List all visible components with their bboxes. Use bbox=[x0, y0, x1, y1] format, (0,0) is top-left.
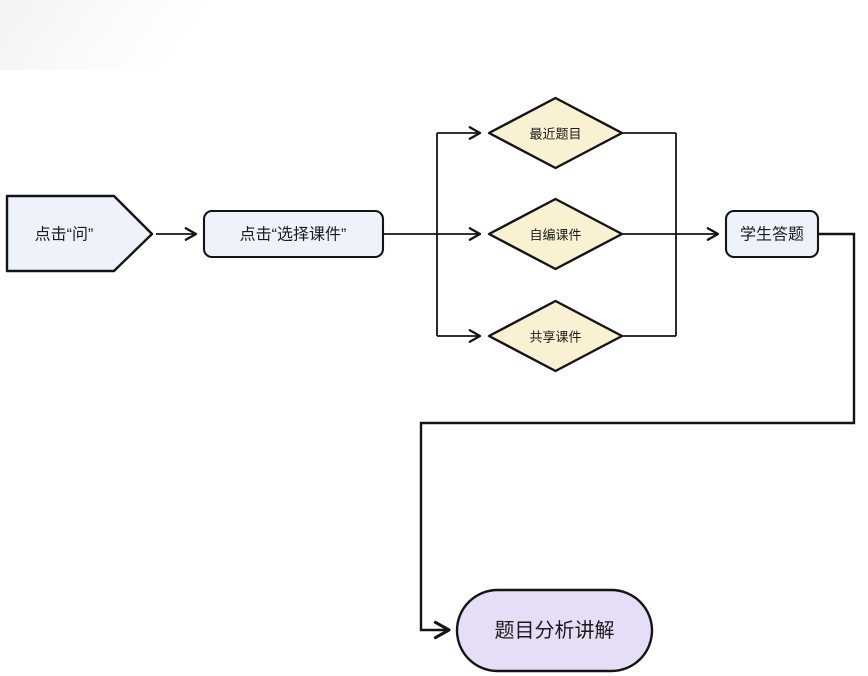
shared-courseware-label: 共享课件 bbox=[529, 330, 581, 345]
question-analysis-node bbox=[455, 588, 654, 673]
self-made-courseware-diamond bbox=[487, 197, 624, 271]
edge-answer-to-analysis bbox=[419, 232, 856, 640]
student-answer-label: 学生答题 bbox=[740, 226, 804, 244]
question-analysis-label: 题目分析讲解 bbox=[495, 619, 615, 642]
student-answer-node bbox=[724, 209, 820, 259]
shared-courseware-diamond bbox=[487, 299, 624, 373]
start-node bbox=[5, 194, 154, 273]
start-node-label: 点击“问” bbox=[35, 226, 94, 244]
select-courseware-label: 点击“选择课件” bbox=[240, 226, 347, 244]
recent-questions-label: 最近题目 bbox=[529, 127, 581, 142]
self-made-courseware-label: 自编课件 bbox=[529, 228, 581, 243]
recent-questions-diamond bbox=[487, 96, 624, 170]
select-courseware-node bbox=[202, 209, 385, 259]
